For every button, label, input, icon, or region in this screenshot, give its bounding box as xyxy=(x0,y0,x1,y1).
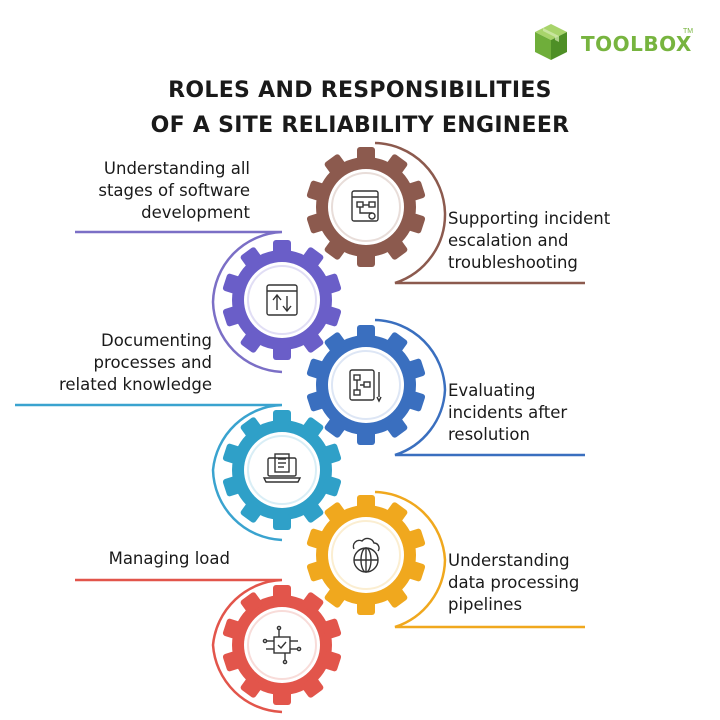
gear-data-pipelines xyxy=(306,495,426,615)
cloud-globe-icon xyxy=(352,537,380,573)
connector-line xyxy=(15,403,283,542)
connector-line xyxy=(75,230,283,374)
brand-name: TOOLBOX xyxy=(581,32,692,56)
label-managing-load: Managing load xyxy=(108,549,230,568)
gear-supporting-incident xyxy=(306,147,426,267)
page-title-line-1: ROLES AND RESPONSIBILITIES xyxy=(168,78,552,103)
gear-understanding-stages xyxy=(222,240,342,360)
connector-line xyxy=(374,141,585,285)
circuit-chip-icon xyxy=(262,625,302,665)
connector-line xyxy=(75,578,283,714)
toolbox-logo: TOOLBOX TM xyxy=(531,22,706,62)
cube-logo-icon xyxy=(535,24,567,60)
connector-line xyxy=(374,318,585,457)
connector-line xyxy=(374,490,585,629)
process-diagram-icon xyxy=(349,369,382,403)
gear-documenting-processes xyxy=(222,410,342,530)
laptop-document-icon xyxy=(262,453,302,483)
label-supporting-incident: Supporting incident escalation and troub… xyxy=(448,209,611,272)
gear-evaluating-incidents xyxy=(306,325,426,445)
label-data-pipelines: Understanding data processing pipelines xyxy=(448,551,580,614)
brand-trademark: TM xyxy=(683,28,694,35)
label-documenting-processes: Documenting processes and related knowle… xyxy=(58,331,212,394)
label-evaluating-incidents: Evaluating incidents after resolution xyxy=(448,381,568,444)
gear-managing-load xyxy=(222,585,342,705)
page-title-line-2: OF A SITE RELIABILITY ENGINEER xyxy=(150,113,570,138)
label-understanding-stages: Understanding all stages of software dev… xyxy=(98,159,250,222)
transfer-arrows-icon xyxy=(266,284,298,316)
flowchart-document-icon xyxy=(351,190,379,222)
